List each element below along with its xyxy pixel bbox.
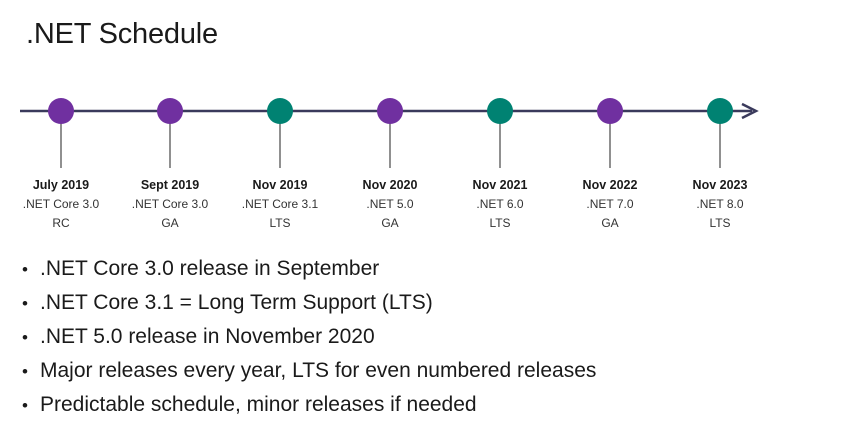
bullet-item: •.NET 5.0 release in November 2020	[22, 320, 596, 354]
milestone-release: .NET Core 3.0	[131, 197, 209, 211]
milestone-date: Nov 2023	[692, 178, 748, 192]
milestone-type: LTS	[489, 216, 511, 230]
milestone-date: Nov 2021	[472, 178, 528, 192]
timeline-arrow-head	[741, 102, 759, 120]
bullet-dot: •	[22, 328, 28, 347]
bullet-dot: •	[22, 396, 28, 415]
milestone-release: .NET 6.0	[476, 197, 524, 211]
slide-title: .NET Schedule	[26, 18, 218, 50]
bullet-dot: •	[22, 260, 28, 279]
bullet-dot: •	[22, 362, 28, 381]
milestone-type: LTS	[709, 216, 731, 230]
milestone-date: Sept 2019	[140, 178, 200, 192]
milestone-dot	[157, 98, 183, 124]
milestone-type: LTS	[269, 216, 291, 230]
bullet-item: •.NET Core 3.0 release in September	[22, 252, 596, 286]
milestone-date: Nov 2020	[362, 178, 418, 192]
milestone-type: GA	[161, 216, 179, 230]
milestone-dot	[377, 98, 403, 124]
milestone-release: .NET 8.0	[696, 197, 744, 211]
milestone-dot	[48, 98, 74, 124]
milestone-dot	[487, 98, 513, 124]
bullet-item: •Predictable schedule, minor releases if…	[22, 388, 596, 422]
milestone-date: Nov 2022	[582, 178, 638, 192]
milestone-release: .NET Core 3.0	[22, 197, 100, 211]
milestone-release: .NET 7.0	[586, 197, 634, 211]
milestone-release: .NET Core 3.1	[241, 197, 319, 211]
milestone-type: GA	[601, 216, 619, 230]
milestone-dot	[597, 98, 623, 124]
milestone-dot	[267, 98, 293, 124]
bullet-list: •.NET Core 3.0 release in September •.NE…	[22, 252, 596, 422]
milestone-type: RC	[52, 216, 70, 230]
bullet-dot: •	[22, 294, 28, 313]
milestone-type: GA	[381, 216, 399, 230]
bullet-item: •.NET Core 3.1 = Long Term Support (LTS)	[22, 286, 596, 320]
milestone-dot	[707, 98, 733, 124]
milestone-date: July 2019	[32, 178, 90, 192]
bullet-item: •Major releases every year, LTS for even…	[22, 354, 596, 388]
milestone-release: .NET 5.0	[366, 197, 414, 211]
milestone-date: Nov 2019	[252, 178, 308, 192]
